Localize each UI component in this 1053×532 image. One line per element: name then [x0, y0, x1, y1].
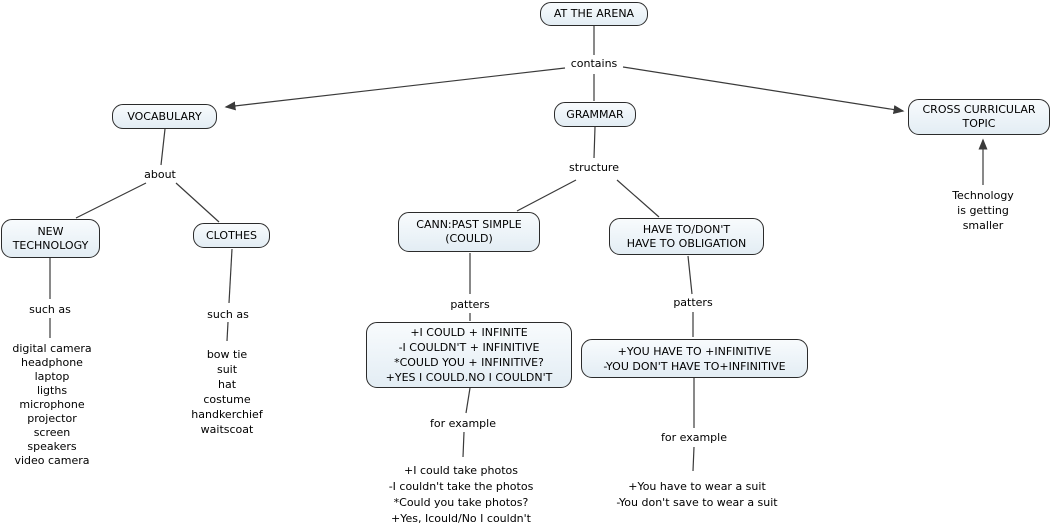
line-haveto-patters — [687, 255, 693, 295]
node-cross-curricular-topic[interactable]: CROSS CURRICULAR TOPIC — [908, 99, 1050, 135]
node-clothes[interactable]: CLOTHES — [193, 223, 270, 248]
line-about-clothes — [175, 182, 220, 223]
line-about-new-technology — [75, 182, 147, 219]
text-list-clothes-items[interactable]: bow tie suit hat costume handkerchief wa… — [191, 348, 263, 436]
line-contains-vocabulary — [224, 67, 566, 111]
node-cross-curricular-topic-label: CROSS CURRICULAR TOPIC — [922, 103, 1036, 130]
link-label-such-as-clothes[interactable]: such as — [205, 308, 251, 321]
text-technology-note[interactable]: Technology is getting smaller — [952, 189, 1014, 232]
line-structure-cann — [516, 179, 577, 212]
node-have-to-patterns-label: +YOU HAVE TO +INFINITIVE -YOU DON'T HAVE… — [603, 344, 786, 373]
node-could-patterns[interactable]: +I COULD + INFINITE -I COULDN'T + INFINI… — [366, 322, 572, 388]
line-forexample-couldexamples — [462, 431, 465, 458]
line-couldbox-forexample — [465, 387, 471, 414]
node-cann-past-simple-label: CANN:PAST SIMPLE (COULD) — [416, 218, 522, 245]
line-forexample-havetoexamples — [692, 446, 695, 472]
node-have-to-obligation[interactable]: HAVE TO/DON'T HAVE TO OBLIGATION — [609, 218, 764, 255]
text-list-technology-items[interactable]: digital camera headphone laptop ligths m… — [12, 342, 92, 467]
link-label-patters-could[interactable]: patters — [448, 298, 492, 311]
node-new-technology[interactable]: NEW TECHNOLOGY — [1, 219, 100, 258]
node-grammar[interactable]: GRAMMAR — [554, 102, 636, 127]
node-vocabulary[interactable]: VOCABULARY — [112, 104, 217, 129]
text-list-could-examples[interactable]: +I could take photos -I couldn't take th… — [388, 464, 534, 525]
link-label-such-as-vocab[interactable]: such as — [27, 303, 73, 316]
node-have-to-obligation-label: HAVE TO/DON'T HAVE TO OBLIGATION — [626, 222, 747, 250]
line-contains-cross-curricular — [622, 66, 905, 114]
line-suchas-clotheslist — [226, 321, 229, 342]
line-grammar-structure — [593, 126, 596, 159]
link-label-for-example-could[interactable]: for example — [428, 417, 498, 430]
node-clothes-label: CLOTHES — [206, 228, 257, 242]
line-clothes-suchas — [228, 248, 233, 304]
node-have-to-patterns[interactable]: +YOU HAVE TO +INFINITIVE -YOU DON'T HAVE… — [581, 339, 808, 378]
line-vocabulary-about — [160, 128, 166, 166]
link-label-contains[interactable]: contains — [568, 57, 620, 70]
link-label-structure[interactable]: structure — [567, 161, 621, 174]
node-could-patterns-label: +I COULD + INFINITE -I COULDN'T + INFINI… — [385, 326, 553, 384]
text-list-have-to-examples[interactable]: +You have to wear a suit -You don't save… — [616, 480, 778, 509]
node-at-the-arena-label: AT THE ARENA — [553, 7, 635, 20]
link-label-for-example-have-to[interactable]: for example — [659, 431, 729, 444]
node-grammar-label: GRAMMAR — [566, 107, 624, 121]
node-at-the-arena[interactable]: AT THE ARENA — [540, 2, 648, 26]
line-structure-haveto — [616, 179, 660, 218]
node-vocabulary-label: VOCABULARY — [127, 109, 202, 123]
link-label-about[interactable]: about — [142, 168, 178, 181]
node-cann-past-simple[interactable]: CANN:PAST SIMPLE (COULD) — [398, 212, 540, 252]
node-new-technology-label: NEW TECHNOLOGY — [12, 224, 89, 252]
link-label-patters-have-to[interactable]: patters — [671, 296, 715, 309]
